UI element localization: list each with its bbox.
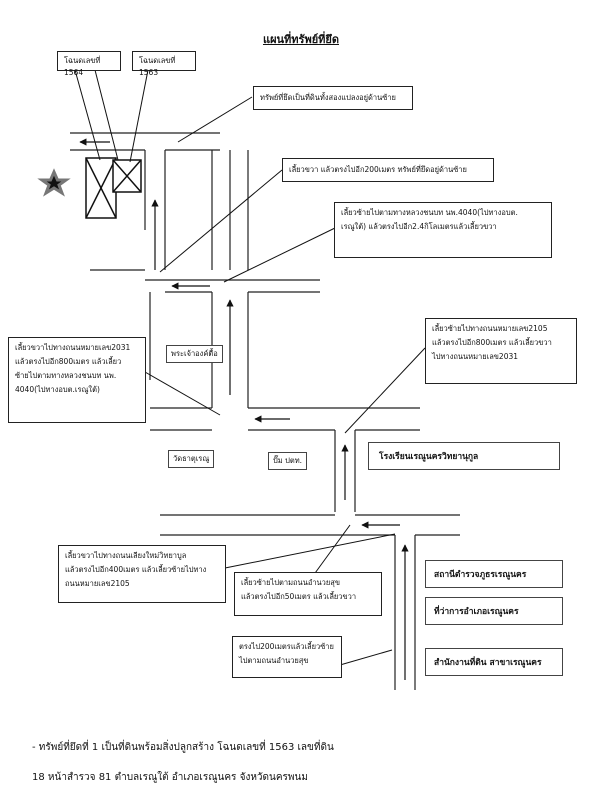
callout-property-location: ทรัพย์ที่ยึดเป็นที่ดินทั้งสองแปลงอยู่ด้า… xyxy=(253,86,413,110)
plot-label-1564: โฉนดเลขที่ 1564 xyxy=(57,51,121,77)
callout-rural-road-4040: เลี้ยวซ้ายไปตามทางหลวงชนบท นพ.4040(ไปทาง… xyxy=(334,202,552,258)
landmark-school: โรงเรียนเรณูนครวิทยานุกูล xyxy=(368,442,560,470)
callout-turn-right-200m: เลี้ยวขวา แล้วตรงไปอีก200เมตร ทรัพย์ที่ย… xyxy=(282,158,494,182)
star-icon xyxy=(37,168,71,197)
callout-road-2105: เลี้ยวซ้ายไปทางถนนหมายเลข2105 แล้วตรงไปอ… xyxy=(425,318,577,384)
callout-school-road: เลี้ยวขวาไปทางถนนเลียงใหม่วิทยาบูล แล้วต… xyxy=(58,545,226,603)
landmark-temple: วัดธาตุเรณู xyxy=(168,450,215,468)
landmark-district-office: ที่ว่าการอำเภอเรณูนคร xyxy=(425,597,563,625)
landmark-police-station: สถานีตำรวจภูธรเรณูนคร xyxy=(425,560,563,588)
roads xyxy=(70,132,460,690)
footer-line-1: - ทรัพย์ที่ยึดที่ 1 เป็นที่ดินพร้อมสิ่งป… xyxy=(32,742,334,753)
callout-amnuaysuk-road: เลี้ยวซ้ายไปตามถนนอำนวยสุข แล้วตรงไปอีก5… xyxy=(234,572,382,616)
direction-arrows xyxy=(79,138,409,680)
callout-road-2031: เลี้ยวขวาไปทางถนนหมายเลข2031 แล้วตรงไปอี… xyxy=(8,337,146,423)
landmark-gas-station: ปั๊ม ปตท. xyxy=(268,452,308,470)
footer-line-2: 18 หน้าสำรวจ 81 ตำบลเรณูใต้ อำเภอเรณูนคร… xyxy=(32,772,308,783)
leader-lines xyxy=(74,69,426,666)
plot-label-1563: โฉนดเลขที่ 1563 xyxy=(132,51,196,77)
callout-straight-200m: ตรงไป200เมตรแล้วเลี้ยวซ้าย ไปตามถนนอำนวย… xyxy=(232,636,342,678)
landmark-land-office: สำนักงานที่ดิน สาขาเรณูนคร xyxy=(425,648,563,676)
seized-plots xyxy=(85,157,142,219)
landmark-shrine: พระเจ้าองค์ตื้อ xyxy=(166,345,223,363)
map-title: แผนที่ทรัพย์ที่ยึด xyxy=(262,33,339,46)
